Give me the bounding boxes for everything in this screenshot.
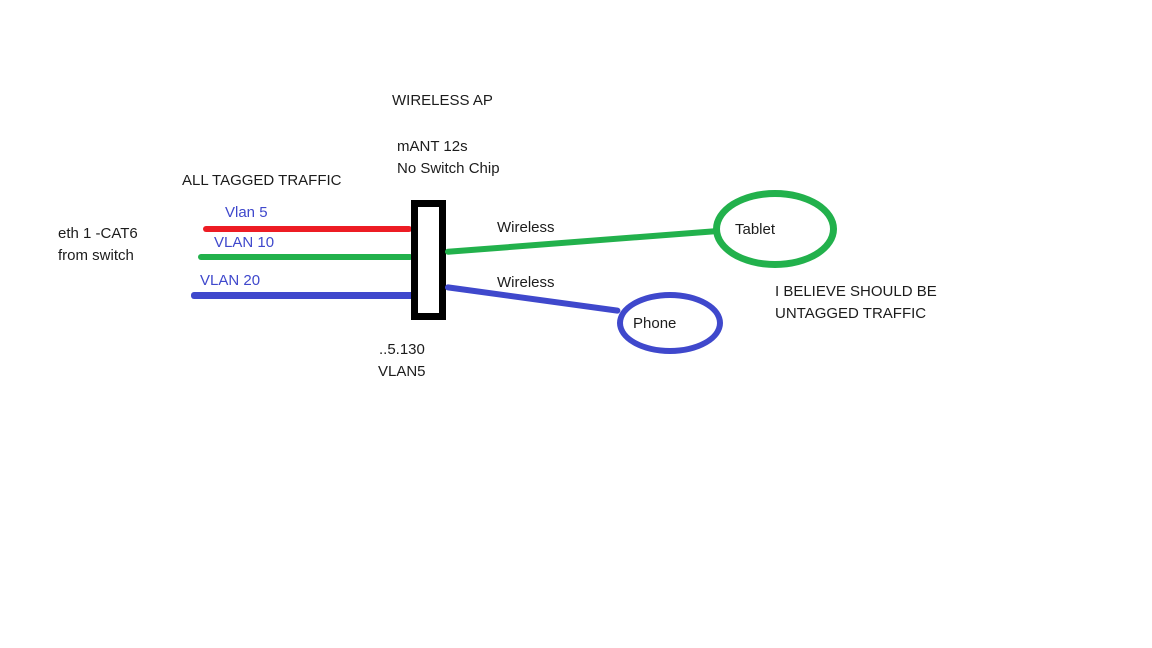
eth-cable-label-line1: eth 1 -CAT6 <box>58 225 138 242</box>
vlan20-line <box>191 292 416 299</box>
tablet-label: Tablet <box>735 220 776 238</box>
ap-ip-label: ..5.130 <box>379 341 425 358</box>
vlan10-line <box>198 254 413 260</box>
ap-box <box>411 200 446 320</box>
tagged-traffic-heading: ALL TAGGED TRAFFIC <box>182 172 342 189</box>
ap-chip-note: No Switch Chip <box>397 160 500 177</box>
vlan5-label: Vlan 5 <box>225 204 268 221</box>
ap-model-label: mANT 12s <box>397 138 468 155</box>
eth-cable-label-line2: from switch <box>58 247 134 264</box>
tablet-node: Tablet <box>713 190 837 268</box>
wireless-link-label-tablet: Wireless <box>497 219 555 236</box>
phone-label: Phone <box>633 314 677 332</box>
wireless-link-line-tablet <box>444 228 717 255</box>
vlan20-label: VLAN 20 <box>200 272 261 289</box>
vlan10-label: VLAN 10 <box>214 234 275 251</box>
vlan5-line <box>203 226 412 232</box>
untagged-note-line1: I BELIEVE SHOULD BE <box>775 283 937 300</box>
ap-vlan-label: VLAN5 <box>378 363 426 380</box>
wireless-ap-title: WIRELESS AP <box>392 92 493 109</box>
wireless-link-label-phone: Wireless <box>497 274 555 291</box>
untagged-note-line2: UNTAGGED TRAFFIC <box>775 305 927 322</box>
phone-node: Phone <box>617 292 723 354</box>
